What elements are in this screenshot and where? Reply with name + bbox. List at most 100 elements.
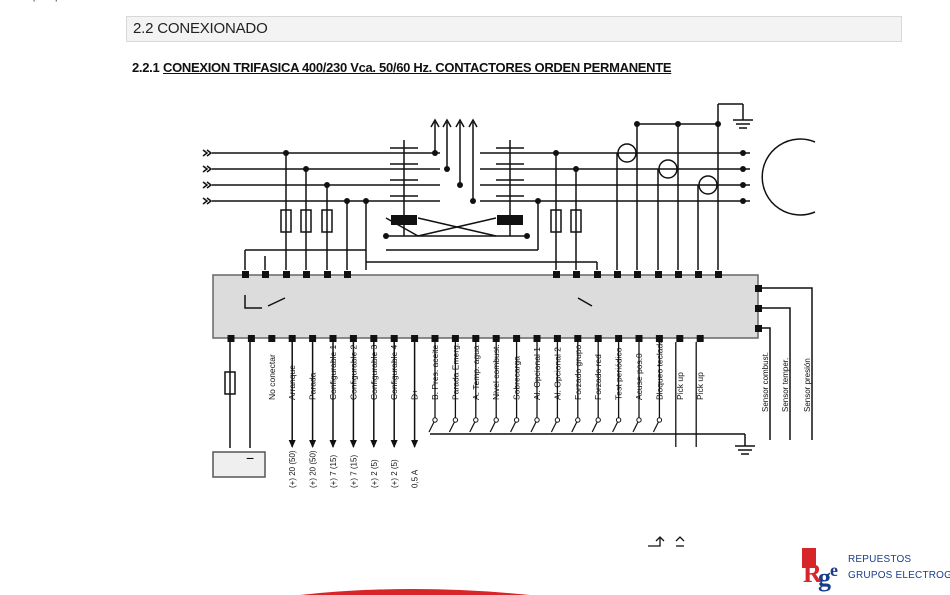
switch-contact — [432, 417, 438, 423]
bottom-terminal — [411, 335, 419, 342]
output-arrow — [329, 440, 337, 448]
switch-blade — [489, 421, 496, 433]
output-rating: (+) 2 (5) — [390, 459, 399, 488]
terminal-label: Acuse pos.0 — [634, 353, 644, 400]
battery-minus-label: − — [246, 450, 254, 466]
rating-label-group: (+) 20 (50) (+) 20 (50) (+) 7 (15) (+) 7 (1… — [288, 450, 419, 488]
rge-logo-mark: R g e — [802, 548, 838, 592]
terminal-label: Bloqueo teclado — [654, 339, 664, 400]
output-arrow — [288, 440, 296, 448]
terminal-label: Parada Emerg. — [450, 343, 460, 400]
subsection-title: CONEXION TRIFASICA 400/230 Vca. 50/60 Hz… — [163, 60, 672, 75]
terminal-label: B. Pres. aceite — [430, 344, 440, 400]
bottom-terminal — [309, 335, 317, 342]
bottom-terminal — [472, 335, 480, 342]
section-title: 2.2 CONEXIONADO — [133, 20, 268, 37]
bottom-terminal — [288, 335, 296, 342]
bottom-terminal-group — [227, 335, 704, 448]
switch-blade — [428, 421, 435, 433]
output-arrow — [370, 440, 378, 448]
bottom-terminal — [513, 335, 521, 342]
switch-contact — [575, 417, 581, 423]
bottom-terminal — [390, 335, 398, 342]
svg-text:g: g — [818, 563, 831, 592]
bottom-terminal — [574, 335, 582, 342]
section-header-bar: 2.2 CONEXIONADO — [126, 16, 902, 42]
bottom-terminal — [227, 335, 235, 342]
terminal-label: Parada — [308, 372, 318, 400]
terminal-label: No conectar — [267, 354, 277, 400]
terminal-label: Forzado grupo — [573, 344, 583, 400]
sensor-label: Sensor temper. — [781, 358, 790, 412]
switch-contact — [554, 417, 561, 423]
output-rating: (+) 2 (5) — [370, 459, 379, 488]
svg-text:e: e — [830, 560, 838, 580]
logo-line1: REPUESTOS — [848, 554, 912, 565]
bottom-terminal — [533, 335, 541, 342]
switch-blade — [591, 421, 598, 433]
sensor-label-group: Sensor combust. Sensor temper. Sensor pres… — [761, 352, 812, 412]
bottom-terminal — [431, 335, 439, 342]
logo-line2: GRUPOS ELECTROGENOS — [848, 570, 950, 581]
switch-blade — [652, 421, 659, 433]
svg-text:R: R — [803, 559, 822, 588]
sensor-label: Sensor combust. — [761, 352, 770, 412]
terminal-label: Configurable 3 — [369, 344, 379, 400]
terminal-label: A. Temp. agua — [471, 345, 481, 400]
bottom-terminal — [268, 335, 276, 342]
switch-blade — [530, 421, 537, 433]
terminal-label: Pantalla pick up — [0, 0, 60, 2]
switch-contact — [493, 417, 499, 423]
terminal-label: Al. Opcional 2 — [552, 347, 562, 400]
terminal-label: Al. Opcional 1 — [532, 347, 542, 400]
output-arrow — [349, 440, 357, 448]
output-arrow — [309, 440, 317, 448]
bottom-terminal — [349, 335, 357, 342]
switch-contact — [473, 417, 479, 423]
terminal-label: Configurable 1 — [328, 344, 338, 400]
bottom-terminal — [451, 335, 459, 342]
bottom-terminal — [594, 335, 602, 342]
switch-contact — [513, 417, 520, 423]
bottom-terminal — [676, 335, 684, 342]
terminal-label: Arranque — [287, 365, 297, 400]
switch-contact — [656, 417, 663, 423]
sensor-label: Sensor presión — [803, 358, 812, 412]
bottom-terminal — [492, 335, 500, 342]
terminal-label: Configurable 2 — [348, 344, 358, 400]
subsection-number: 2.2.1 — [132, 60, 160, 75]
terminal-label: D+ — [410, 389, 420, 400]
terminal-label: Pick up — [675, 372, 685, 400]
rge-logo: R g e REPUESTOS GRUPOS ELECTROGENOS — [800, 546, 950, 595]
terminal-label: Sobrecarga — [512, 356, 522, 400]
terminal-label: Pick up — [695, 372, 705, 400]
switch-blade — [469, 421, 476, 433]
bottom-terminal — [370, 335, 378, 342]
switch-contact — [452, 417, 459, 423]
output-rating: (+) 7 (15) — [329, 455, 338, 488]
switch-contact — [615, 417, 622, 423]
output-rating: (+) 7 (15) — [349, 455, 358, 488]
bottom-terminal — [615, 335, 623, 342]
bottom-terminal — [553, 335, 561, 342]
switch-blade — [632, 421, 639, 433]
bottom-terminal — [696, 335, 704, 342]
bottom-terminal — [329, 335, 337, 342]
terminal-label: Configurable 4 — [389, 344, 399, 400]
switch-contact — [534, 417, 540, 423]
bottom-terminal — [635, 335, 643, 342]
terminal-label: Forzado red — [593, 354, 603, 400]
bottom-terminal — [247, 335, 255, 342]
switch-blade — [571, 421, 578, 433]
switch-blade — [448, 421, 455, 433]
switch-contact — [636, 417, 642, 423]
output-rating: 0,5 A — [411, 469, 420, 488]
terminal-label: Test periódico — [614, 347, 624, 400]
output-rating: (+) 20 (50) — [288, 450, 297, 488]
output-rating: (+) 20 (50) — [309, 450, 318, 488]
switch-blade — [510, 421, 517, 433]
bottom-terminal — [655, 335, 663, 342]
switch-blade — [550, 421, 557, 433]
switch-contact — [595, 417, 601, 423]
